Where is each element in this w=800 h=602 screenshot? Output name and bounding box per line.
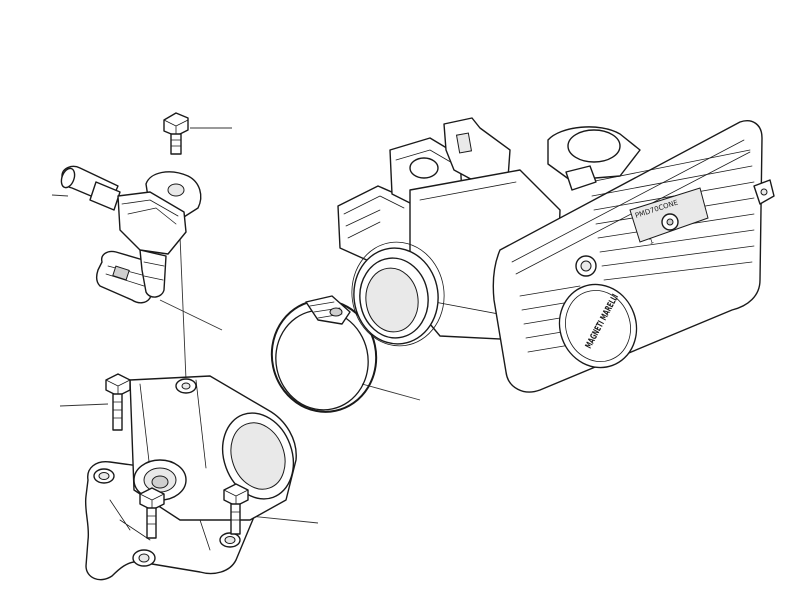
throttle-body: PMD70CONE 1 MAGNETI MARELLI [337,117,775,393]
injector [60,165,202,304]
leader-clamp [361,383,421,401]
bolt-center [139,487,165,539]
intake-manifold [84,375,297,581]
leader-injector [159,299,223,331]
leader-injector-to-manifold [179,235,187,381]
leader-injector-hose [51,194,69,197]
bolts-left [105,373,131,431]
hose-clamp [270,295,378,413]
leader-bolts-left [59,403,109,407]
bolt-right [223,483,249,535]
bolt-top [163,112,189,155]
plate-digit: 1 [648,237,655,246]
